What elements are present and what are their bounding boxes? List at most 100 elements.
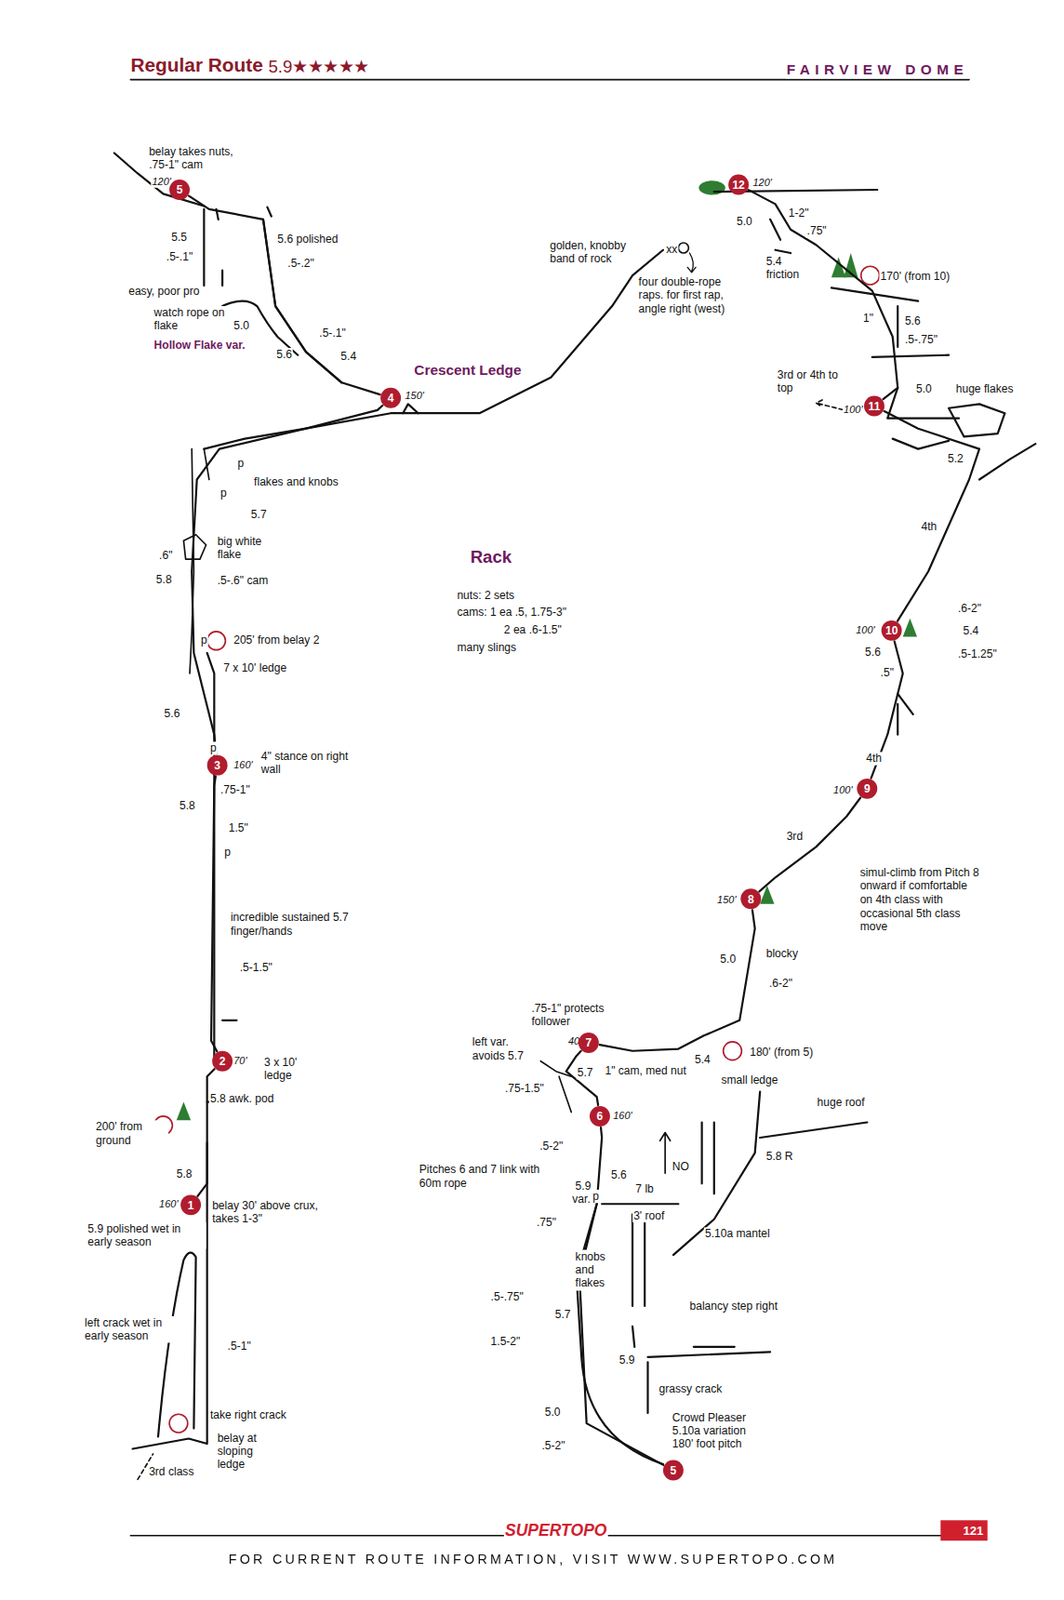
route-note: xx [665, 242, 679, 256]
route-note: 5.7 [554, 1307, 572, 1321]
pitch-line [197, 1068, 214, 1197]
route-note: 205' from belay 2 [232, 633, 320, 647]
belay-number-text: 9 [864, 782, 871, 795]
route-note: 5.4 [961, 624, 980, 638]
route-note: 5.7 [576, 1065, 595, 1079]
route-note: 5.0 [718, 952, 737, 966]
route-note: 5.4 friction [765, 254, 814, 282]
route-note: 5.0 [735, 214, 754, 228]
route-note: FAIRVIEW DOME [785, 61, 971, 79]
belay-length: 70' [232, 1054, 249, 1067]
belay-number-text: 10 [885, 624, 898, 637]
route-note: 5.9 [574, 1179, 593, 1193]
route-note: 5.7 [250, 507, 268, 521]
belay-length: 150' [716, 893, 738, 906]
route-note: .5-.6" cam [216, 574, 270, 588]
route-note: p [199, 633, 209, 647]
route-note: Rack [469, 547, 514, 569]
pitch-line [579, 1127, 664, 1465]
belay-number-text: 11 [868, 399, 881, 413]
route-note: 1" cam, med nut [603, 1064, 688, 1078]
route-note: belay 30' above crux, takes 1-3" [211, 1198, 341, 1226]
route-note: 7 lb [634, 1182, 655, 1196]
route-note: 3rd [785, 829, 805, 843]
route-note: .5-.1" [318, 326, 347, 340]
route-note: 4th [864, 751, 883, 765]
route-note: grassy crack [657, 1382, 723, 1396]
belay-number-text: 1 [187, 1198, 195, 1211]
route-note: 5.0 [232, 319, 251, 333]
route-note: 3 x 10' ledge [263, 1055, 312, 1083]
route-note: 3rd class [147, 1464, 195, 1478]
route-note: .5-.75" [489, 1290, 524, 1304]
route-note: .5-.2" [286, 256, 316, 270]
route-note: var. [571, 1192, 592, 1206]
route-note: 5.6 [162, 706, 181, 720]
belay-length: 100' [854, 624, 877, 637]
pitch-line [599, 909, 756, 1051]
belay-length: 120' [150, 175, 173, 188]
route-note: 5.8 [178, 798, 197, 812]
belay-number: 2 [212, 1050, 233, 1072]
route-note: .5-.1" [165, 250, 195, 264]
route-note: Hollow Flake var. [153, 338, 247, 352]
route-note: 5.8 awk. pod [209, 1091, 276, 1105]
route-note: 5.9★★★★★ [266, 56, 370, 78]
route-note: simul-climb from Pitch 8 onward if comfo… [859, 865, 983, 933]
belay-number: 4 [380, 387, 401, 409]
route-note: 3' roof [632, 1209, 665, 1223]
route-note: 5.5 [170, 230, 188, 244]
route-note: 5.9 polished wet in early season [86, 1222, 206, 1250]
route-note: 121 [940, 1519, 987, 1541]
pitch-line [211, 776, 217, 1052]
route-note: 5.0 [544, 1405, 562, 1419]
route-note: 5.6 [864, 645, 882, 659]
belay-number: 10 [881, 620, 903, 641]
route-note: .75" [535, 1215, 558, 1229]
belay-length: 160' [611, 1109, 634, 1122]
route-title: Regular Route [130, 53, 263, 77]
route-note: Crescent Ledge [412, 360, 522, 378]
pitch-line [566, 1050, 599, 1105]
belay-length: 100' [832, 784, 854, 797]
route-note: blocky [765, 946, 799, 960]
route-note: SUPERTOPO [504, 1519, 609, 1540]
belay-number: 3 [207, 755, 228, 776]
route-note: .5-1.5" [239, 960, 274, 974]
pitch-line [884, 411, 980, 622]
route-note: balancy step right [688, 1299, 779, 1313]
route-note: 5.9 [618, 1354, 637, 1368]
belay-length: 100' [842, 403, 865, 416]
route-note: 1-2" [787, 206, 811, 220]
belay-number-text: 8 [747, 892, 755, 905]
belay-number: 1 [180, 1194, 201, 1215]
route-note: take right crack [209, 1408, 288, 1422]
belay-number-text: 6 [597, 1109, 604, 1122]
route-note: 4th [919, 519, 938, 533]
route-note: 5.8 [175, 1167, 194, 1181]
route-note: p [591, 1189, 600, 1203]
belay-length: 160' [158, 1197, 180, 1211]
route-note: 5.8 R [765, 1149, 795, 1163]
route-note: .5-2" [540, 1438, 566, 1452]
route-note: 170' (from 10) [878, 269, 951, 283]
belay-number: 11 [864, 396, 885, 417]
belay-number: 5 [663, 1460, 684, 1481]
route-note: incredible sustained 5.7 finger/hands [229, 910, 360, 938]
route-note: belay at sloping ledge [216, 1431, 282, 1472]
route-note: left var. avoids 5.7 [471, 1035, 537, 1063]
route-note: 200' from ground [94, 1119, 169, 1147]
route-note: .75" [806, 224, 828, 238]
route-note: small ledge [719, 1073, 779, 1087]
route-note: 2 ea .6-1.5" [503, 623, 563, 637]
belay-length: 160' [232, 758, 254, 772]
route-note: cams: 1 ea .5, 1.75-3" [455, 606, 568, 620]
route-note: .5-1" [226, 1339, 252, 1353]
belay-number: 9 [856, 778, 878, 799]
belay-number: 8 [740, 888, 761, 909]
route-note: easy, poor pro [127, 284, 200, 298]
belay-number: 5 [169, 179, 190, 200]
route-note: many slings [455, 640, 518, 654]
route-note: 5.6 [610, 1168, 628, 1182]
route-note: FOR CURRENT ROUTE INFORMATION, VISIT WWW… [0, 1551, 1064, 1568]
